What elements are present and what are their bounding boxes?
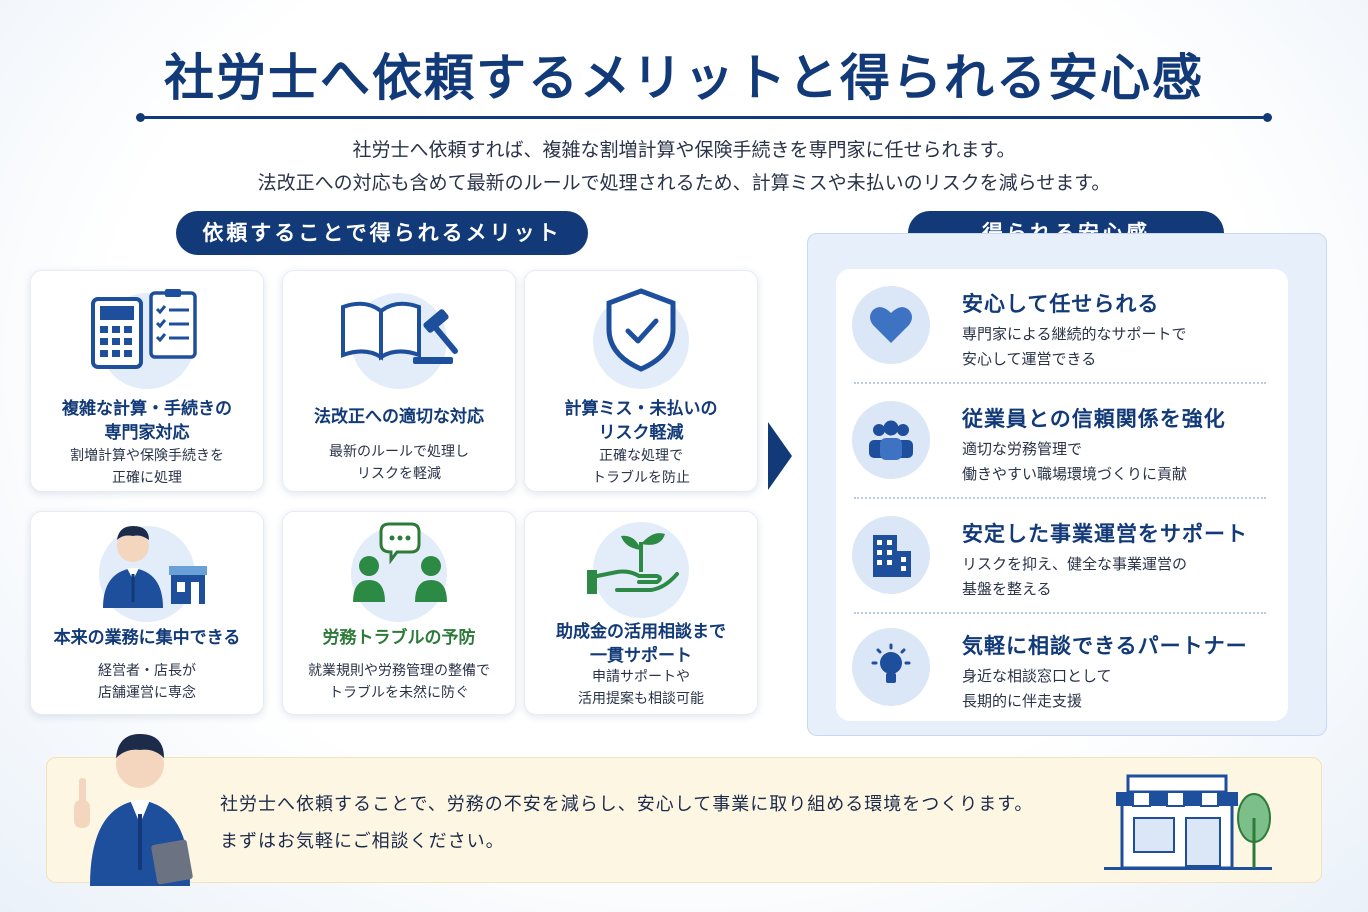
intro-line-2: 法改正への対応も含めて最新のルールで処理されるため、計算ミスや未払いのリスクを減… — [257, 172, 1111, 194]
peace-item-desc: 安心して運営できる — [962, 350, 1097, 368]
divider — [854, 497, 1266, 499]
card-title-line: 労務トラブルの予防 — [322, 628, 476, 648]
peace-item-title: 安心して任せられる — [962, 292, 1160, 316]
peace-item-desc: 身近な相談窓口として — [962, 667, 1112, 685]
closing-text: 社労士へ依頼することで、労務の不安を減らし、安心して事業に取り組める環境をつくり… — [220, 786, 1033, 860]
peace-item-2: 従業員との信頼関係を強化 適切な労務管理で 働きやすい職場環境づくりに貢献 — [852, 387, 1266, 499]
merit-card-6: 助成金の活用相談まで 一貫サポート 申請サポートや 活用提案も相談可能 — [524, 511, 758, 715]
closing-banner — [46, 757, 1322, 883]
consultant-pointing-icon — [74, 734, 193, 886]
merit-card-1: 複雑な計算・手続きの 専門家対応 割増計算や保険手続きを 正確に処理 — [30, 270, 264, 492]
peace-item-desc: 専門家による継続的なサポートで — [962, 325, 1187, 343]
peace-item-3: 安定した事業運営をサポート リスクを抑え、健全な事業運営の 基盤を整える — [852, 502, 1266, 614]
intro-text: 社労士へ依頼すれば、複雑な割増計算や保険手続きを専門家に任せられます。 法改正へ… — [0, 134, 1368, 200]
hand-sprout-icon — [587, 522, 689, 618]
business-person-store-icon — [99, 526, 207, 622]
card-desc-line: 就業規則や労務管理の整備で — [308, 663, 490, 679]
card-desc-line: リスクを軽減 — [357, 466, 441, 482]
merit-card-2: 法改正への適切な対応 最新のルールで処理し リスクを軽減 — [282, 270, 516, 492]
page-title: 社労士へ依頼するメリットと得られる安心感 — [164, 49, 1204, 107]
peace-item-desc: 長期的に伴走支援 — [962, 692, 1083, 710]
closing-line-2: まずはお気軽にご相談ください。 — [220, 831, 505, 852]
card-title-line: 法改正への適切な対応 — [314, 407, 484, 427]
card-desc-line: 最新のルールで処理し — [329, 444, 469, 460]
card-desc-line: 申請サポートや — [592, 669, 690, 685]
card-title-line: 一貫サポート — [590, 646, 692, 666]
card-title-line: 計算ミス・未払いの — [564, 399, 718, 419]
lightbulb-icon — [852, 628, 930, 706]
card-desc-line: 正確な処理で — [599, 448, 683, 464]
card-desc-line: 活用提案も相談可能 — [578, 691, 704, 707]
shield-check-icon — [593, 288, 689, 389]
heart-icon — [852, 286, 930, 364]
peace-item-desc: 基盤を整える — [962, 580, 1052, 598]
card-desc-line: 割増計算や保険手続きを — [70, 448, 224, 464]
peace-item-4: 気軽に相談できるパートナー 身近な相談窓口として 長期的に伴走支援 — [852, 614, 1266, 726]
merit-card-4: 本来の業務に集中できる 経営者・店長が 店舗運営に専念 — [30, 511, 264, 715]
law-book-gavel-icon — [341, 293, 458, 389]
card-desc-line: 店舗運営に専念 — [98, 685, 196, 701]
intro-line-1: 社労士へ依頼すれば、複雑な割増計算や保険手続きを専門家に任せられます。 — [352, 139, 1016, 161]
peace-item-title: 安定した事業運営をサポート — [962, 522, 1248, 546]
card-title-line: 本来の業務に集中できる — [53, 628, 241, 648]
card-desc-line: トラブルを未然に防ぐ — [329, 685, 469, 701]
peace-item-desc: 働きやすい職場環境づくりに貢献 — [962, 465, 1188, 483]
divider — [854, 612, 1266, 614]
merit-card-5: 労務トラブルの予防 就業規則や労務管理の整備で トラブルを未然に防ぐ — [282, 511, 516, 715]
peace-item-desc: 適切な労務管理で — [962, 440, 1083, 458]
peace-item-title: 従業員との信頼関係を強化 — [962, 407, 1226, 431]
calculator-checklist-icon — [91, 289, 197, 389]
merit-card-3: 計算ミス・未払いの リスク軽減 正確な処理で トラブルを防止 — [524, 270, 758, 492]
peace-item-1: 安心して任せられる 専門家による継続的なサポートで 安心して運営できる — [852, 272, 1266, 384]
chevron-right-icon — [768, 422, 792, 490]
card-title-line: 複雑な計算・手続きの — [62, 399, 232, 419]
card-desc-line: 正確に処理 — [112, 470, 182, 486]
card-title-line: 助成金の活用相談まで — [556, 622, 726, 642]
shop-tree-icon — [1104, 774, 1272, 870]
team-icon — [852, 401, 930, 479]
building-icon — [852, 516, 930, 594]
peace-item-title: 気軽に相談できるパートナー — [962, 634, 1248, 658]
closing-line-1: 社労士へ依頼することで、労務の不安を減らし、安心して事業に取り組める環境をつくり… — [220, 794, 1034, 815]
card-title-line: 専門家対応 — [104, 423, 190, 443]
title-underline — [136, 113, 1272, 122]
merits-heading: 依頼することで得られるメリット — [176, 211, 588, 255]
divider — [854, 382, 1266, 384]
card-desc-line: 経営者・店長が — [98, 663, 196, 679]
card-title-line: リスク軽減 — [598, 423, 684, 443]
peace-item-desc: リスクを抑え、健全な事業運営の — [962, 555, 1188, 573]
card-desc-line: トラブルを防止 — [592, 470, 690, 486]
people-chat-icon — [351, 522, 447, 622]
